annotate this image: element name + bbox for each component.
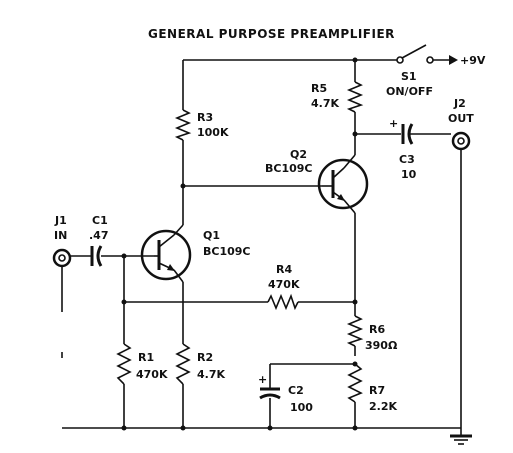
r5-value: 4.7K xyxy=(311,97,339,110)
jack-j2: J2 OUT xyxy=(448,97,474,151)
resistor-r2: R2 4.7K xyxy=(175,343,225,385)
transistor-q1: Q1 BC109C xyxy=(140,229,251,281)
c3-value: 10 xyxy=(401,168,417,181)
wiring xyxy=(61,59,462,429)
c2-ref: C2 xyxy=(288,384,304,397)
q1-ref: Q1 xyxy=(203,229,220,242)
r3-value: 100K xyxy=(197,126,229,139)
resistor-r5: R5 4.7K xyxy=(311,81,364,113)
r7-value: 2.2K xyxy=(369,400,397,413)
j1-value: IN xyxy=(54,229,67,242)
r4-ref: R4 xyxy=(276,263,292,276)
transistor-q2: Q2 BC109C xyxy=(265,148,369,210)
r5-ref: R5 xyxy=(311,82,327,95)
capacitor-c3: + C3 10 xyxy=(389,117,417,181)
r1-value: 470K xyxy=(136,368,168,381)
jack-j1: J1 IN xyxy=(52,214,72,268)
r2-value: 4.7K xyxy=(197,368,225,381)
q2-value: BC109C xyxy=(265,162,313,175)
schematic-title: GENERAL PURPOSE PREAMPLIFIER xyxy=(148,27,395,41)
r3-ref: R3 xyxy=(197,111,213,124)
resistor-r1: R1 470K xyxy=(116,343,168,385)
resistor-r7: R7 2.2K xyxy=(347,363,397,413)
r6-ref: R6 xyxy=(369,323,385,336)
c1-ref: C1 xyxy=(92,214,108,227)
c3-polarity: + xyxy=(389,117,398,130)
r6-value: 390Ω xyxy=(365,339,398,352)
capacitor-c2: + C2 100 xyxy=(258,373,313,414)
resistor-r3: R3 100K xyxy=(174,109,229,141)
r7-ref: R7 xyxy=(369,384,385,397)
c2-value: 100 xyxy=(290,401,313,414)
supply-label: +9V xyxy=(460,54,486,67)
r1-ref: R1 xyxy=(138,351,154,364)
q1-value: BC109C xyxy=(203,245,251,258)
c3-ref: C3 xyxy=(399,153,415,166)
j1-ref: J1 xyxy=(54,214,67,227)
switch-s1: S1 ON/OFF xyxy=(386,44,434,98)
r2-ref: R2 xyxy=(197,351,213,364)
capacitor-c1: C1 .47 xyxy=(89,214,109,267)
s1-ref: S1 xyxy=(401,70,417,83)
r4-value: 470K xyxy=(268,278,300,291)
c2-polarity: + xyxy=(258,373,267,386)
resistor-r6: R6 390Ω xyxy=(346,315,398,352)
s1-value: ON/OFF xyxy=(386,85,433,98)
ground-symbol xyxy=(450,428,472,445)
c1-value: .47 xyxy=(89,229,109,242)
j2-value: OUT xyxy=(448,112,474,125)
q2-ref: Q2 xyxy=(290,148,307,161)
supply-terminal: +9V xyxy=(449,54,486,67)
resistor-r4: R4 470K xyxy=(267,263,300,311)
j2-ref: J2 xyxy=(453,97,466,110)
